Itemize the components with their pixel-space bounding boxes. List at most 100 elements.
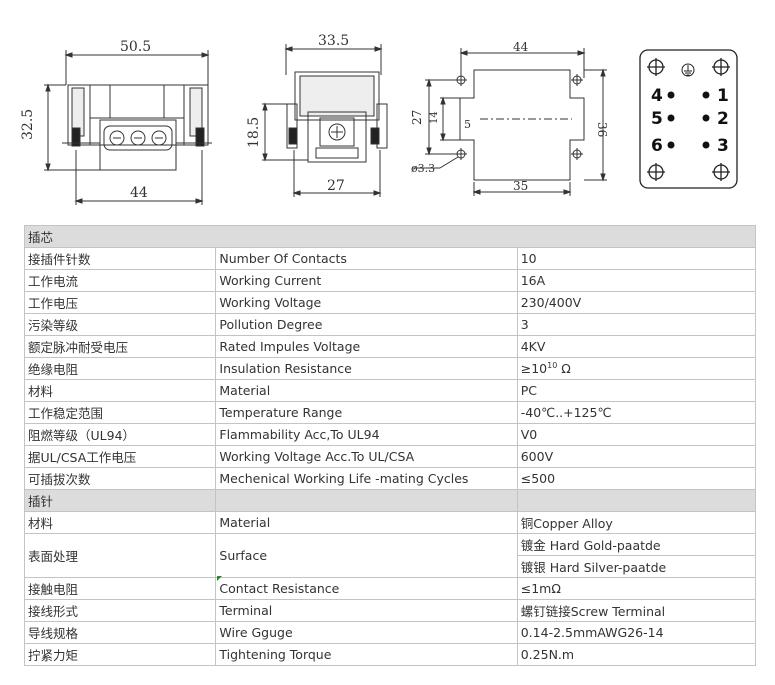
en-label: Mechenical Working Life -mating Cycles: [215, 467, 518, 490]
value: 0.25N.m: [516, 643, 757, 666]
pin-label-6: 6: [651, 136, 663, 156]
cn-label: 工作电流: [23, 269, 217, 292]
cn-label: 导线规格: [23, 621, 217, 644]
cn-label: 额定脉冲耐受电压: [23, 335, 217, 358]
value: 230/400V: [516, 291, 757, 314]
en-label: Working Current: [215, 269, 518, 292]
value: 600V: [516, 445, 757, 468]
cutout-top-label: 44: [513, 40, 529, 54]
section-header-insert: 插芯: [24, 225, 756, 248]
value: ≤500: [516, 467, 757, 490]
cn-label: 可插拔次数: [23, 467, 217, 490]
front-view-drawing: [44, 50, 212, 205]
cn-label: 工作电压: [23, 291, 217, 314]
section-blank: [215, 489, 518, 512]
en-label: Wire Gguge: [215, 621, 518, 644]
side-view-drawing: [262, 44, 388, 197]
en-label: Tightening Torque: [215, 643, 518, 666]
value: 镀金 Hard Gold-paatde: [516, 533, 757, 556]
value: ≤1mΩ: [516, 577, 757, 600]
value-exponent: 10: [547, 360, 558, 370]
value: 0.14-2.5mmAWG26-14: [516, 621, 757, 644]
value: -40℃..+125℃: [516, 401, 757, 424]
en-label: Material: [215, 511, 518, 534]
cell-comment-marker: [217, 576, 222, 581]
value-base: ≥10: [520, 361, 548, 376]
cn-label: 接触电阻: [23, 577, 217, 600]
en-label: Temperature Range: [215, 401, 518, 424]
en-label: Rated Impules Voltage: [215, 335, 518, 358]
en-label: Terminal: [215, 599, 518, 622]
en-label: Insulation Resistance: [215, 357, 518, 380]
technical-drawings: 50.5 32.5 44 33.5 18.5 27: [20, 33, 738, 205]
section-title: 插针: [23, 489, 217, 512]
pin-dots: [667, 91, 710, 149]
cn-label: 工作稳定范围: [23, 401, 217, 424]
value: ≥1010 Ω: [516, 357, 757, 380]
cn-label: 拧紧力矩: [23, 643, 217, 666]
section-blank: [516, 489, 757, 512]
en-label: Flammability Acc,To UL94: [215, 423, 518, 446]
cutout-right-label: 36: [595, 122, 609, 137]
cn-label: 据UL/CSA工作电压: [23, 445, 217, 468]
en-label: Material: [215, 379, 518, 402]
en-label: Contact Resistance: [215, 577, 518, 600]
cn-label: 接线形式: [23, 599, 217, 622]
value: 4KV: [516, 335, 757, 358]
value: 16A: [516, 269, 757, 292]
front-bottom-label: 44: [130, 185, 148, 201]
en-label: Working Voltage Acc.To UL/CSA: [215, 445, 518, 468]
en-label: Working Voltage: [215, 291, 518, 314]
en-label: Surface: [215, 533, 518, 578]
pin-label-3: 3: [717, 136, 729, 156]
en-label: Number Of Contacts: [215, 247, 518, 270]
cn-label: 材料: [23, 379, 217, 402]
front-width-label: 50.5: [120, 39, 151, 55]
pinout-diagram: [639, 49, 738, 189]
value: 螺钉链接Screw Terminal: [516, 599, 757, 622]
value: 3: [516, 313, 757, 336]
front-height-label: 32.5: [20, 109, 36, 140]
value: 10: [516, 247, 757, 270]
pin-label-5: 5: [651, 109, 663, 129]
value: PC: [516, 379, 757, 402]
section-title: 插芯: [24, 225, 756, 248]
value: 镀银 Hard Silver-paatde: [516, 555, 757, 578]
side-width-label: 33.5: [318, 33, 349, 49]
cutout-inner-label: 14: [429, 111, 440, 124]
pin-label-1: 1: [717, 86, 729, 106]
section-header-pin: 插针: [23, 489, 757, 512]
cutout-left-label: 27: [410, 110, 424, 125]
pin-label-4: 4: [651, 86, 663, 106]
cn-label: 接插件针数: [23, 247, 217, 270]
cutout-hole-label: ø3.3: [411, 162, 435, 175]
cn-label: 材料: [23, 511, 217, 534]
value: 铜Copper Alloy: [516, 511, 757, 534]
cn-label: 污染等级: [23, 313, 217, 336]
value-unit: Ω: [557, 361, 571, 376]
cn-label: 阻燃等级（UL94）: [23, 423, 217, 446]
pin-label-2: 2: [717, 109, 729, 129]
cutout-bottom-label: 35: [513, 179, 528, 193]
side-height-label: 18.5: [246, 117, 262, 148]
cn-label: 表面处理: [23, 533, 217, 578]
side-bottom-label: 27: [327, 178, 345, 194]
cutout-slot-label: 5: [464, 118, 471, 131]
